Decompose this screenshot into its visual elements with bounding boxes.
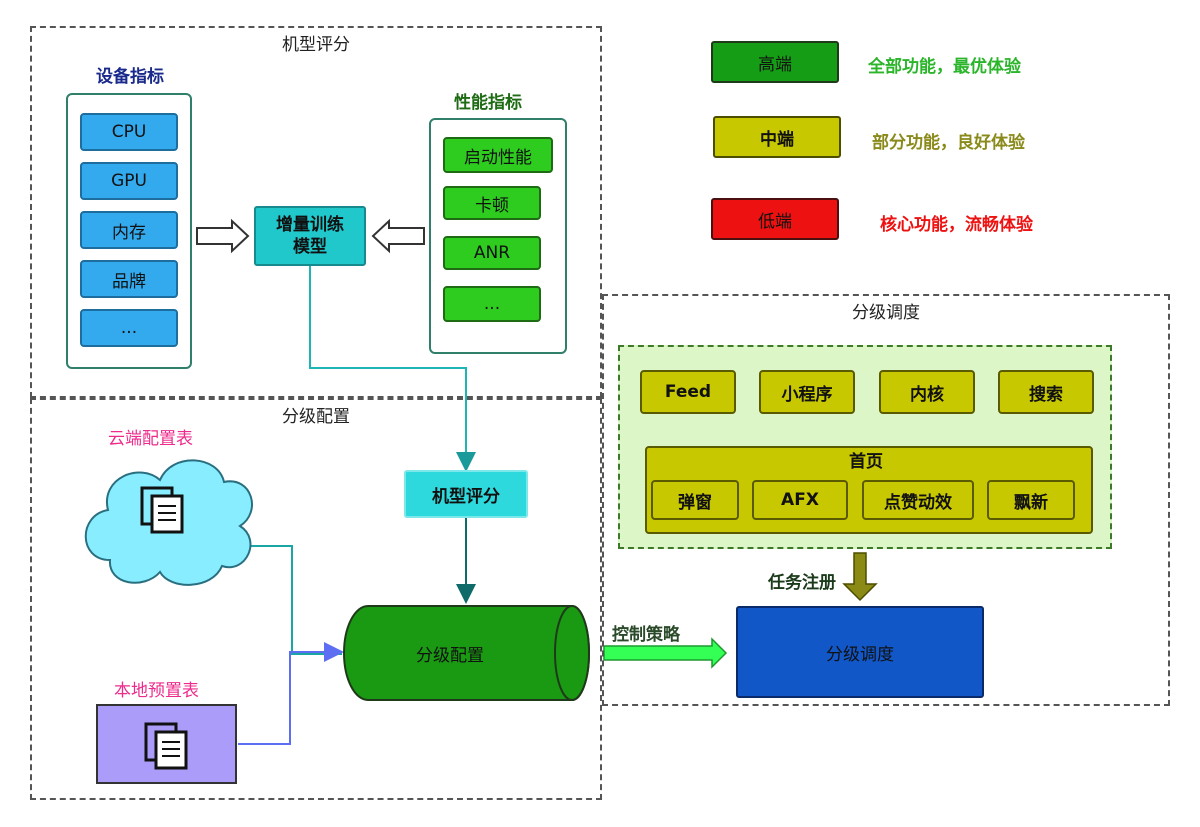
perf-heading: 性能指标 [454,93,522,113]
local-config-label: 本地预置表 [114,681,199,701]
legend-desc-mid: 部分功能，良好体验 [872,133,1025,153]
device-item-brand: 品牌 [80,260,178,298]
legend-desc-high: 全部功能，最优体验 [868,57,1021,77]
incremental-model-box: 增量训练 模型 [254,206,366,266]
perf-item-anr: ANR [443,236,541,270]
perf-item-jank: 卡顿 [443,186,541,220]
schedule-title: 分级调度 [852,303,920,323]
legend-tier-mid: 中端 [713,116,841,158]
cloud-to-cylinder-line [245,545,342,655]
legend-desc-low: 核心功能，流畅体验 [880,215,1033,235]
task-mini-program: 小程序 [759,370,855,414]
device-item-memory: 内存 [80,211,178,249]
legend-tier-high: 高端 [711,41,839,83]
task-search: 搜索 [998,370,1094,414]
device-item-gpu: GPU [80,162,178,200]
cloud-config-label: 云端配置表 [108,429,193,449]
config-cylinder-shape [343,605,590,701]
cloud-document-icon [140,486,186,534]
perf-item-startup: 启动性能 [443,137,553,173]
home-item-like-anim: 点赞动效 [862,480,974,520]
scheduler-box: 分级调度 [736,606,984,698]
control-strategy-arrow [603,637,728,669]
home-title: 首页 [849,452,883,472]
legend-tier-low: 低端 [711,198,839,240]
task-register-label: 任务注册 [768,573,836,593]
model-to-score-line [309,266,476,472]
home-item-popup: 弹窗 [651,480,739,520]
task-kernel: 内核 [879,370,975,414]
task-feed: Feed [640,370,736,414]
task-register-arrow [842,552,878,602]
model-score-title: 机型评分 [282,35,350,55]
config-title: 分级配置 [282,407,350,427]
device-item-more: ... [80,309,178,347]
perf-panel [429,118,567,354]
home-item-afx: AFX [752,480,848,520]
local-to-cylinder-line [238,642,344,745]
config-cylinder-label: 分级配置 [416,645,484,666]
perf-item-more: ... [443,286,541,322]
model-score-region [30,26,602,398]
schedule-region [602,294,1170,706]
device-item-cpu: CPU [80,113,178,151]
device-panel [66,93,192,369]
device-to-model-arrow [196,218,250,254]
local-document-icon [144,722,190,770]
home-item-new-badge: 飘新 [987,480,1075,520]
perf-to-model-arrow [371,218,425,254]
control-strategy-label: 控制策略 [612,625,680,645]
device-heading: 设备指标 [96,67,164,87]
model-score-box: 机型评分 [404,470,528,518]
config-region [30,398,602,800]
